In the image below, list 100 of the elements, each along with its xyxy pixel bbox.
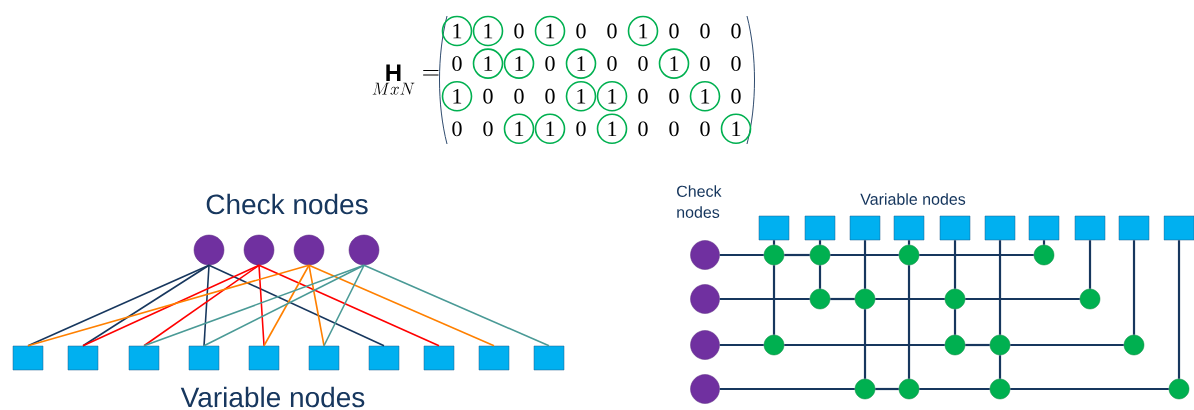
connection-line	[919, 387, 990, 391]
connection-line	[143, 264, 260, 347]
connection-line	[965, 297, 1080, 301]
variable-node	[308, 345, 340, 371]
check-node	[348, 234, 380, 266]
connection-line	[863, 309, 867, 379]
check-node	[193, 234, 225, 266]
variable-node	[128, 345, 160, 371]
junction-dot	[854, 378, 876, 400]
circled-entry: 1	[472, 48, 504, 79]
variable-node	[758, 215, 790, 241]
circled-entry: 1	[441, 80, 473, 112]
check-node	[243, 234, 275, 266]
circled-entry: 1	[565, 48, 597, 79]
connection-line	[907, 265, 911, 379]
variable-node	[1118, 215, 1150, 241]
connection-line	[875, 387, 899, 391]
connection-line	[953, 309, 957, 335]
connection-line	[919, 253, 1034, 257]
connection-line	[830, 253, 899, 257]
circled-entry: 1	[720, 113, 752, 145]
circled-entry: 1	[596, 80, 628, 112]
connection-line	[863, 240, 867, 289]
variable-node	[849, 215, 881, 241]
circled-entry: 1	[503, 113, 535, 145]
connection-line	[907, 240, 911, 245]
connection-line	[772, 240, 776, 245]
matrix-entry: 0	[669, 23, 679, 39]
circled-entry: 1	[534, 113, 566, 145]
matrix-entry: 0	[638, 56, 648, 72]
circled-entry: 1	[689, 80, 721, 112]
junction-dot	[989, 378, 1011, 400]
check-node	[690, 240, 720, 270]
group-label: Check nodes	[677, 185, 722, 218]
group-label: Variable nodes	[860, 193, 966, 205]
junction-dot	[763, 244, 785, 266]
matrix-entry: 0	[514, 23, 524, 39]
group-label: Check nodes	[206, 193, 368, 215]
connection-line	[719, 387, 855, 391]
variable-node	[248, 345, 280, 371]
connection-line	[1088, 240, 1092, 289]
circled-entry: 1	[627, 15, 659, 47]
circled-entry: 1	[472, 15, 504, 47]
connection-line	[363, 264, 550, 347]
junction-dot	[898, 244, 920, 266]
junction-dot	[1079, 288, 1101, 310]
matrix-entry: 0	[483, 88, 493, 104]
connection-line	[784, 343, 945, 347]
junction-dot	[944, 288, 966, 310]
connection-line	[258, 264, 440, 347]
check-node	[690, 284, 720, 314]
connection-line	[772, 265, 776, 335]
variable-node	[1074, 215, 1106, 241]
variable-node	[804, 215, 836, 241]
check-node	[690, 330, 720, 360]
circled-entry: 1	[441, 15, 473, 47]
matrix-entry: 0	[731, 56, 741, 72]
matrix-entry: 0	[638, 121, 648, 137]
variable-node	[478, 345, 510, 371]
junction-dot	[1033, 244, 1055, 266]
junction-dot	[763, 334, 785, 356]
circled-entry: 1	[503, 48, 535, 79]
connection-line	[27, 264, 310, 347]
junction-dot	[1123, 334, 1145, 356]
matrix-name: $\mathop{\mathbf{H}}\limits_{MxN} =$	[372, 64, 439, 95]
variable-node	[368, 345, 400, 371]
connection-line	[818, 265, 822, 289]
matrix-entry: 0	[483, 121, 493, 137]
matrix-entry: 0	[545, 88, 555, 104]
connection-line	[258, 264, 265, 347]
junction-dot	[898, 378, 920, 400]
junction-dot	[944, 334, 966, 356]
variable-node	[1163, 215, 1194, 241]
group-label: Variable nodes	[180, 386, 365, 408]
variable-node	[188, 345, 220, 371]
matrix-entry: 0	[669, 88, 679, 104]
variable-node	[984, 215, 1016, 241]
junction-dot	[989, 334, 1011, 356]
junction-dot	[809, 288, 831, 310]
variable-node	[533, 345, 565, 371]
matrix-entry: 0	[700, 56, 710, 72]
junction-dot	[854, 288, 876, 310]
matrix-entry: 0	[576, 23, 586, 39]
check-node	[293, 234, 325, 266]
connection-line	[818, 240, 822, 245]
matrix-entry: 0	[514, 88, 524, 104]
connection-line	[203, 264, 210, 347]
connection-line	[784, 253, 810, 257]
connection-line	[1042, 240, 1046, 245]
matrix-entry: 0	[669, 121, 679, 137]
variable-node	[893, 215, 925, 241]
variable-node	[939, 215, 971, 241]
junction-dot	[1168, 378, 1190, 400]
connection-line	[719, 343, 764, 347]
matrix-entry: 0	[700, 121, 710, 137]
connection-line	[143, 264, 365, 347]
circled-entry: 1	[658, 48, 690, 79]
connection-line	[953, 240, 957, 289]
matrix-entry: 0	[452, 56, 462, 72]
connection-line	[308, 264, 495, 347]
